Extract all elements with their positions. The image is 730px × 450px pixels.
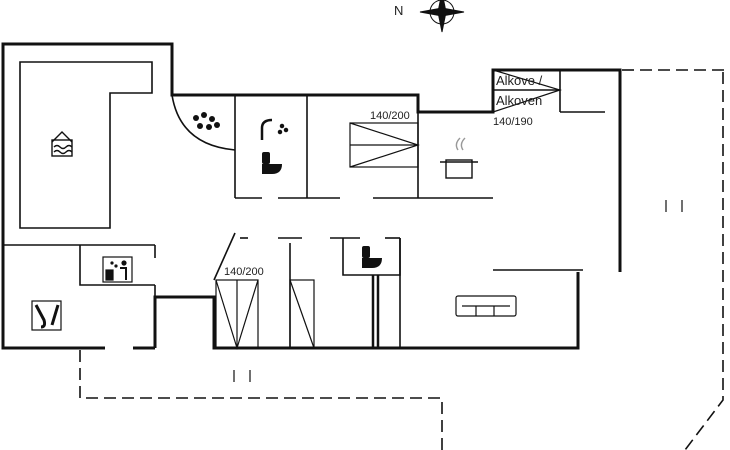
vacuum-icon xyxy=(31,300,62,331)
toilet-icon-2 xyxy=(362,246,382,268)
pool-icon xyxy=(51,131,73,157)
sauna-icon xyxy=(102,256,133,283)
terrace-markers xyxy=(233,200,683,382)
sofa-icon xyxy=(455,295,517,317)
cooking-pot-icon xyxy=(440,137,478,179)
outer-walls xyxy=(1,42,622,350)
alcove-label: Alkove / xyxy=(496,73,543,88)
bed-size-label: 140/200 xyxy=(370,110,410,122)
shower-icon xyxy=(260,118,289,140)
compass-rose-icon xyxy=(419,0,465,33)
toilet-icon xyxy=(262,152,282,174)
whirlpool-icon xyxy=(193,112,220,130)
alcove-label-2: Alkoven xyxy=(496,93,542,108)
dashed-terrace xyxy=(79,69,730,450)
bed-size-label-lower: 140/200 xyxy=(224,266,264,278)
alcove-size-label: 140/190 xyxy=(493,116,533,128)
pool xyxy=(19,61,153,229)
beds xyxy=(215,69,563,351)
compass-north-label: N xyxy=(394,3,403,18)
